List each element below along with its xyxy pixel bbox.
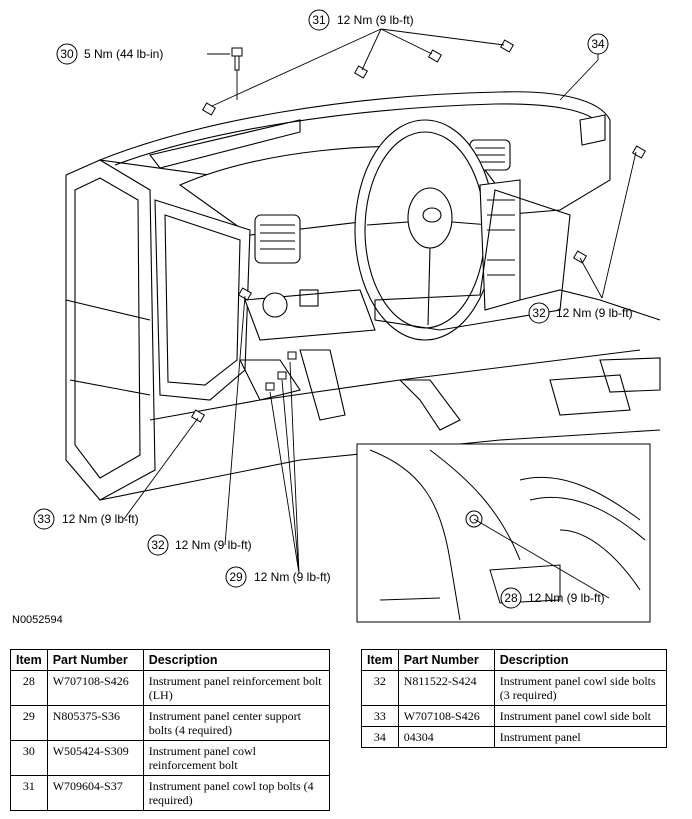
callout-31-top: 31 12 Nm (9 lb-ft) <box>308 9 414 31</box>
callout-torque: 12 Nm (9 lb-ft) <box>175 538 252 552</box>
table-row: 29 N805375-S36 Instrument panel center s… <box>10 705 331 741</box>
row-item: 29 <box>10 705 48 741</box>
bolt-icon-32b <box>572 250 588 264</box>
callout-28: 28 12 Nm (9 lb-ft) <box>500 587 605 609</box>
row-part-number: 04304 <box>397 726 495 748</box>
callout-torque: 12 Nm (9 lb-ft) <box>62 512 139 526</box>
row-item: 34 <box>361 726 399 748</box>
callout-30: 30 5 Nm (44 lb-in) <box>56 43 163 65</box>
callout-number: 32 <box>151 538 165 552</box>
dashboard-illustration <box>65 91 661 501</box>
parts-table-left: Item Part Number Description 28 W707108-… <box>10 649 331 811</box>
row-description: Instrument panel center support bolts (4… <box>142 705 331 741</box>
row-part-number: W707108-S426 <box>397 705 495 727</box>
row-item: 32 <box>361 670 399 706</box>
table-row: 34 04304 Instrument panel <box>361 726 668 748</box>
callout-torque: 12 Nm (9 lb-ft) <box>254 570 331 584</box>
bolt-icon-31b <box>353 65 369 79</box>
table-header-row: Item Part Number Description <box>10 649 331 671</box>
row-item: 31 <box>10 775 48 811</box>
row-part-number: N805375-S36 <box>46 705 144 741</box>
table-row: 33 W707108-S426 Instrument panel cowl si… <box>361 705 668 727</box>
bolt-icon-32a <box>631 145 647 159</box>
row-item: 28 <box>10 670 48 706</box>
bolt-icon-31a <box>201 102 217 116</box>
row-part-number: W505424-S309 <box>46 740 144 776</box>
row-description: Instrument panel cowl top bolts (4 requi… <box>142 775 331 811</box>
callout-29: 29 12 Nm (9 lb-ft) <box>225 566 331 588</box>
row-part-number: W709604-S37 <box>46 775 144 811</box>
bolt-icon-31c <box>427 49 443 63</box>
row-description: Instrument panel cowl side bolts (3 requ… <box>493 670 668 706</box>
callout-number: 28 <box>504 591 518 605</box>
callout-34: 34 <box>587 33 609 55</box>
leader-lines <box>123 28 637 599</box>
header-item: Item <box>10 649 48 671</box>
bolt-icon-31d <box>499 39 515 53</box>
row-item: 30 <box>10 740 48 776</box>
row-item: 33 <box>361 705 399 727</box>
callout-number: 29 <box>229 570 243 584</box>
table-row: 31 W709604-S37 Instrument panel cowl top… <box>10 775 331 811</box>
figure-id: N0052594 <box>12 614 63 626</box>
callout-number: 32 <box>532 306 546 320</box>
callout-torque: 12 Nm (9 lb-ft) <box>556 306 633 320</box>
callout-number: 30 <box>60 47 74 61</box>
parts-table-right: Item Part Number Description 32 N811522-… <box>361 649 668 748</box>
bolt-icon-29a <box>287 351 297 360</box>
bolt-icon-32c <box>237 287 253 301</box>
table-row: 32 N811522-S424 Instrument panel cowl si… <box>361 670 668 706</box>
row-description: Instrument panel reinforcement bolt (LH) <box>142 670 331 706</box>
callout-number: 31 <box>312 13 326 27</box>
callout-torque: 5 Nm (44 lb-in) <box>84 47 163 61</box>
header-part-number: Part Number <box>46 649 144 671</box>
bolt-icons <box>190 39 647 423</box>
bolt-icon-33 <box>190 409 206 423</box>
header-description: Description <box>493 649 668 671</box>
callout-torque: 12 Nm (9 lb-ft) <box>337 13 414 27</box>
row-description: Instrument panel cowl side bolt <box>493 705 668 727</box>
callout-32-right: 32 12 Nm (9 lb-ft) <box>528 302 633 324</box>
table-row: 30 W505424-S309 Instrument panel cowl re… <box>10 740 331 776</box>
row-part-number: W707108-S426 <box>46 670 144 706</box>
table-header-row: Item Part Number Description <box>361 649 668 671</box>
header-part-number: Part Number <box>397 649 495 671</box>
instrument-panel-diagram: 31 12 Nm (9 lb-ft) 30 5 Nm (44 lb-in) 34… <box>33 9 661 623</box>
callout-torque: 12 Nm (9 lb-ft) <box>528 591 605 605</box>
callout-33: 33 12 Nm (9 lb-ft) <box>33 508 139 530</box>
bolt-icon-30 <box>231 47 243 71</box>
callout-number: 33 <box>37 512 51 526</box>
callout-32-left: 32 12 Nm (9 lb-ft) <box>147 534 252 556</box>
table-row: 28 W707108-S426 Instrument panel reinfor… <box>10 670 331 706</box>
callout-number: 34 <box>591 37 605 51</box>
row-part-number: N811522-S424 <box>397 670 495 706</box>
bolt-icon-29b <box>277 371 287 380</box>
header-item: Item <box>361 649 399 671</box>
bolt-icon-29c <box>265 382 275 391</box>
row-description: Instrument panel <box>493 726 668 748</box>
header-description: Description <box>142 649 331 671</box>
row-description: Instrument panel cowl reinforcement bolt <box>142 740 331 776</box>
